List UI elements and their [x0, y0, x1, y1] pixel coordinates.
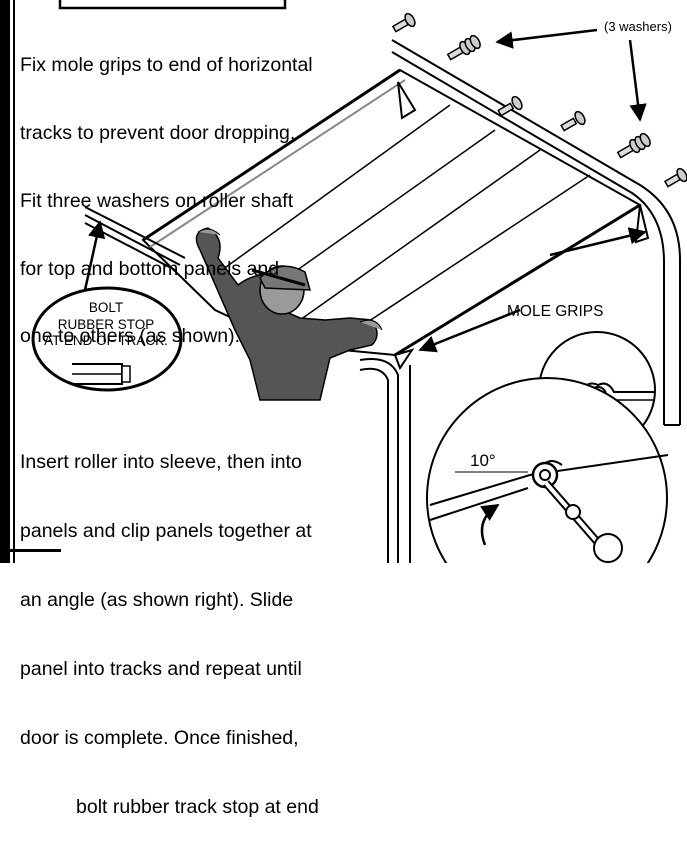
bolt-stop-line: AT END OF TRACK. — [44, 333, 168, 348]
left-margin-bar — [0, 0, 10, 563]
horizontal-track — [391, 39, 681, 426]
bottom-instructions: Insert roller into sleeve, then into pan… — [20, 405, 319, 865]
mole-grip-left — [393, 348, 415, 371]
bottom-line: panels and clip panels together at — [20, 520, 312, 542]
worker-figure — [195, 227, 383, 401]
top-instructions: Fix mole grips to end of horizontal trac… — [20, 9, 313, 393]
bottom-line: Insert roller into sleeve, then into — [20, 451, 302, 473]
illustration — [31, 0, 687, 563]
top-line: tracks to prevent door dropping. — [20, 121, 296, 144]
detail-circle-large — [426, 377, 669, 563]
bottom-line: panel into tracks and repeat until — [20, 658, 302, 680]
bolt-stop-label: BOLT RUBBER STOP AT END OF TRACK. — [36, 300, 176, 350]
mole-grips-label: MOLE GRIPS — [507, 303, 604, 320]
vertical-track — [359, 358, 411, 563]
bolt-stop-callout — [31, 286, 183, 392]
angle-label: 10° — [470, 451, 496, 470]
bottom-line: an angle (as shown right). Slide — [20, 589, 294, 611]
top-line: for top and bottom panels and — [20, 257, 280, 280]
left-margin-thin-line — [13, 0, 15, 563]
callout-arrows — [83, 28, 647, 353]
title-box — [58, 0, 287, 10]
bottom-line: bolt rubber track stop at end — [76, 796, 319, 818]
top-line: Fit three washers on roller shaft — [20, 189, 294, 212]
bottom-left-stub — [10, 549, 61, 552]
bottom-line: door is complete. Once finished, — [20, 727, 299, 749]
mole-grip-right — [634, 204, 650, 244]
diagram-canvas: Fix mole grips to end of horizontal trac… — [0, 0, 687, 818]
bolt-stop-line: BOLT — [88, 300, 124, 315]
top-line: one to others (as shown). — [20, 325, 241, 348]
washers-label: (3 washers) — [604, 19, 672, 34]
bolt-stop-line: RUBBER STOP — [57, 316, 155, 332]
top-line: Fix mole grips to end of horizontal — [20, 54, 313, 77]
washer-bolts — [391, 12, 687, 188]
